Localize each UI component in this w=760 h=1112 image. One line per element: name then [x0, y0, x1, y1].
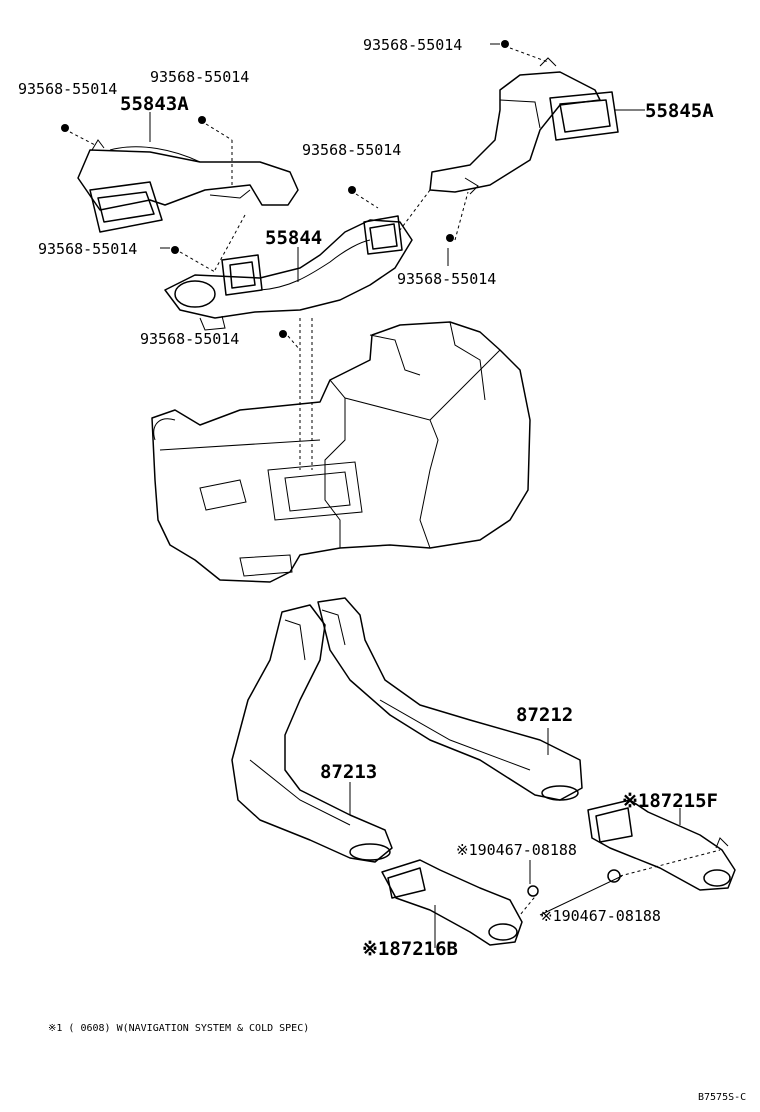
label-clip-upper: ※190467-08188 — [456, 841, 577, 859]
vent-87215f-drawing — [587, 799, 736, 891]
label-part-55845a: 55845A — [645, 100, 714, 122]
label-screw-top-right: 93568-55014 — [363, 36, 462, 54]
label-screw-lower: 93568-55014 — [140, 330, 239, 348]
label-part-87213: 87213 — [320, 761, 377, 783]
screw-icons — [61, 40, 621, 897]
leader-lines — [149, 43, 681, 948]
label-part-87212: 87212 — [516, 704, 573, 726]
part-number-labels: 93568-55014 93568-55014 93568-55014 5584… — [18, 36, 746, 1103]
footnote-text: ※1 ( 0608) W(NAVIGATION SYSTEM & COLD SP… — [48, 1023, 309, 1034]
label-screw-top-left: 93568-55014 — [18, 80, 117, 98]
label-part-87216b: ※187216B — [362, 938, 458, 960]
label-part-55844: 55844 — [265, 227, 322, 249]
label-screw-top-center: 93568-55014 — [150, 68, 249, 86]
assembly-dashed-lines — [69, 47, 721, 916]
label-screw-right: 93568-55014 — [397, 270, 496, 288]
label-part-55843a: 55843A — [120, 93, 189, 115]
duct-55843a-drawing — [77, 139, 299, 233]
heater-unit-phantom — [151, 321, 531, 583]
label-screw-left: 93568-55014 — [38, 240, 137, 258]
label-part-87215f: ※187215F — [622, 790, 718, 812]
vent-87216b-drawing — [381, 859, 523, 946]
label-screw-middle: 93568-55014 — [302, 141, 401, 159]
duct-55845a-drawing — [429, 57, 619, 195]
lower-ducts-drawing — [231, 597, 583, 863]
label-clip-lower: ※190467-08188 — [540, 907, 661, 925]
diagram-id: B7575S-C — [698, 1092, 746, 1103]
duct-55844-drawing — [164, 215, 413, 331]
